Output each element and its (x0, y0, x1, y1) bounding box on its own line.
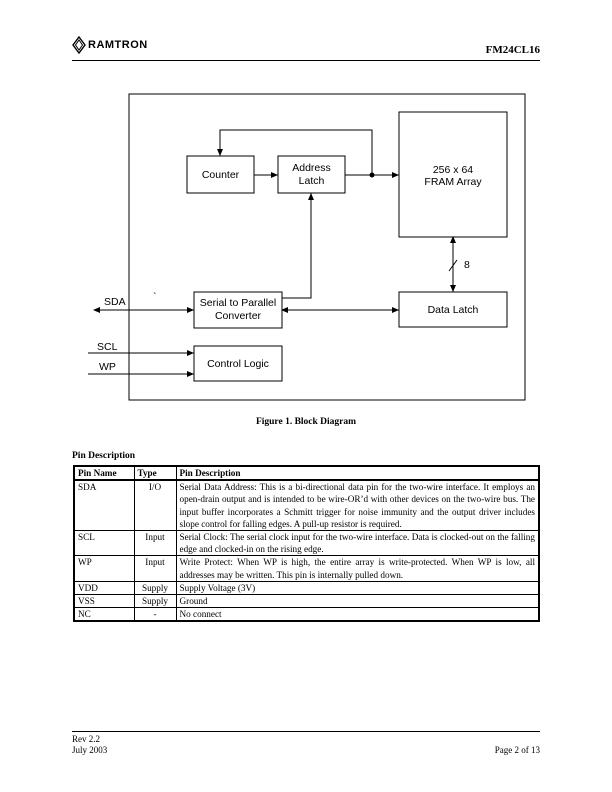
fram-array-label-2: FRAM Array (424, 176, 482, 188)
pin-description: Write Protect: When WP is high, the enti… (175, 555, 540, 582)
scl-label: SCL (97, 341, 118, 353)
diagram-frame (128, 93, 526, 401)
revision-text: Rev 2.2 (72, 734, 100, 744)
pin-name: VSS (73, 594, 135, 609)
data-latch-block (398, 291, 508, 328)
pin-description: No connect (175, 607, 540, 622)
page-number: Page 2 of 13 (494, 745, 540, 755)
control-logic-block (193, 345, 283, 382)
pin-description-table: Pin Name Type Pin Description SDA I/O Se… (73, 465, 540, 623)
figure-caption: Figure 1. Block Diagram (255, 417, 357, 427)
pin-description: Serial Clock: The serial clock input for… (175, 530, 540, 557)
part-number: FM24CL16 (485, 44, 540, 56)
pin-name: SDA (73, 479, 135, 532)
column-header-type: Type (133, 465, 177, 482)
converter-to-latch-arrow (282, 193, 314, 299)
pin-type: Input (133, 530, 177, 557)
pin-name: NC (73, 607, 135, 622)
counter-block (186, 155, 255, 194)
pin-type: Supply (133, 594, 177, 609)
logo-text: RAMTRON (88, 39, 148, 51)
ramtron-logo-icon (72, 36, 86, 54)
pin-name: WP (73, 555, 135, 582)
sda-label: SDA (104, 296, 126, 308)
column-header-description: Pin Description (175, 465, 540, 482)
column-header-pin-name: Pin Name (73, 465, 135, 482)
bus-width-slash (448, 259, 458, 272)
table-header-row: Pin Name Type Pin Description (73, 465, 540, 482)
table-row: SDA I/O Serial Data Address: This is a b… (73, 479, 540, 532)
table-row: VDD Supply Supply Voltage (3V) (73, 580, 540, 596)
pin-type: - (133, 607, 177, 622)
fram-array-block (398, 111, 508, 238)
bus-width-label: 8 (464, 259, 470, 271)
control-logic-label: Control Logic (207, 358, 269, 370)
pin-description-heading: Pin Description (72, 451, 136, 461)
feedback-to-counter-arrow (217, 129, 373, 175)
pin-description: Supply Voltage (3V) (175, 580, 540, 596)
pin-name: SCL (73, 530, 135, 557)
wp-label: WP (99, 361, 116, 373)
footer-divider (72, 731, 540, 732)
counter-label: Counter (202, 169, 240, 181)
footer-revision: Rev 2.2 July 2003 (72, 734, 107, 756)
pin-type: I/O (133, 479, 177, 532)
block-diagram: Counter Address Latch 256 x 64 FRAM Arra… (88, 93, 526, 401)
table-row: VSS Supply Ground (73, 594, 540, 609)
address-latch-block (277, 155, 346, 194)
data-latch-label: Data Latch (428, 304, 479, 316)
pin-type: Supply (133, 580, 177, 596)
pin-description: Serial Data Address: This is a bi-direct… (175, 479, 540, 532)
revision-date: July 2003 (72, 745, 108, 755)
pin-name: VDD (73, 580, 135, 596)
pin-description: Ground (175, 594, 540, 609)
table-row: SCL Input Serial Clock: The serial clock… (73, 530, 540, 557)
address-latch-label-1: Address (292, 162, 331, 174)
stray-mark: ` (153, 291, 157, 303)
table-row: NC - No connect (73, 607, 540, 622)
pin-type: Input (133, 555, 177, 582)
table-row: WP Input Write Protect: When WP is high,… (73, 555, 540, 582)
serial-to-parallel-label-2: Converter (215, 310, 262, 322)
serial-to-parallel-label-1: Serial to Parallel (200, 297, 276, 309)
address-latch-label-2: Latch (299, 175, 325, 187)
fram-array-label-1: 256 x 64 (433, 164, 473, 176)
ramtron-logo: RAMTRON (72, 36, 182, 56)
header-divider (72, 60, 540, 61)
